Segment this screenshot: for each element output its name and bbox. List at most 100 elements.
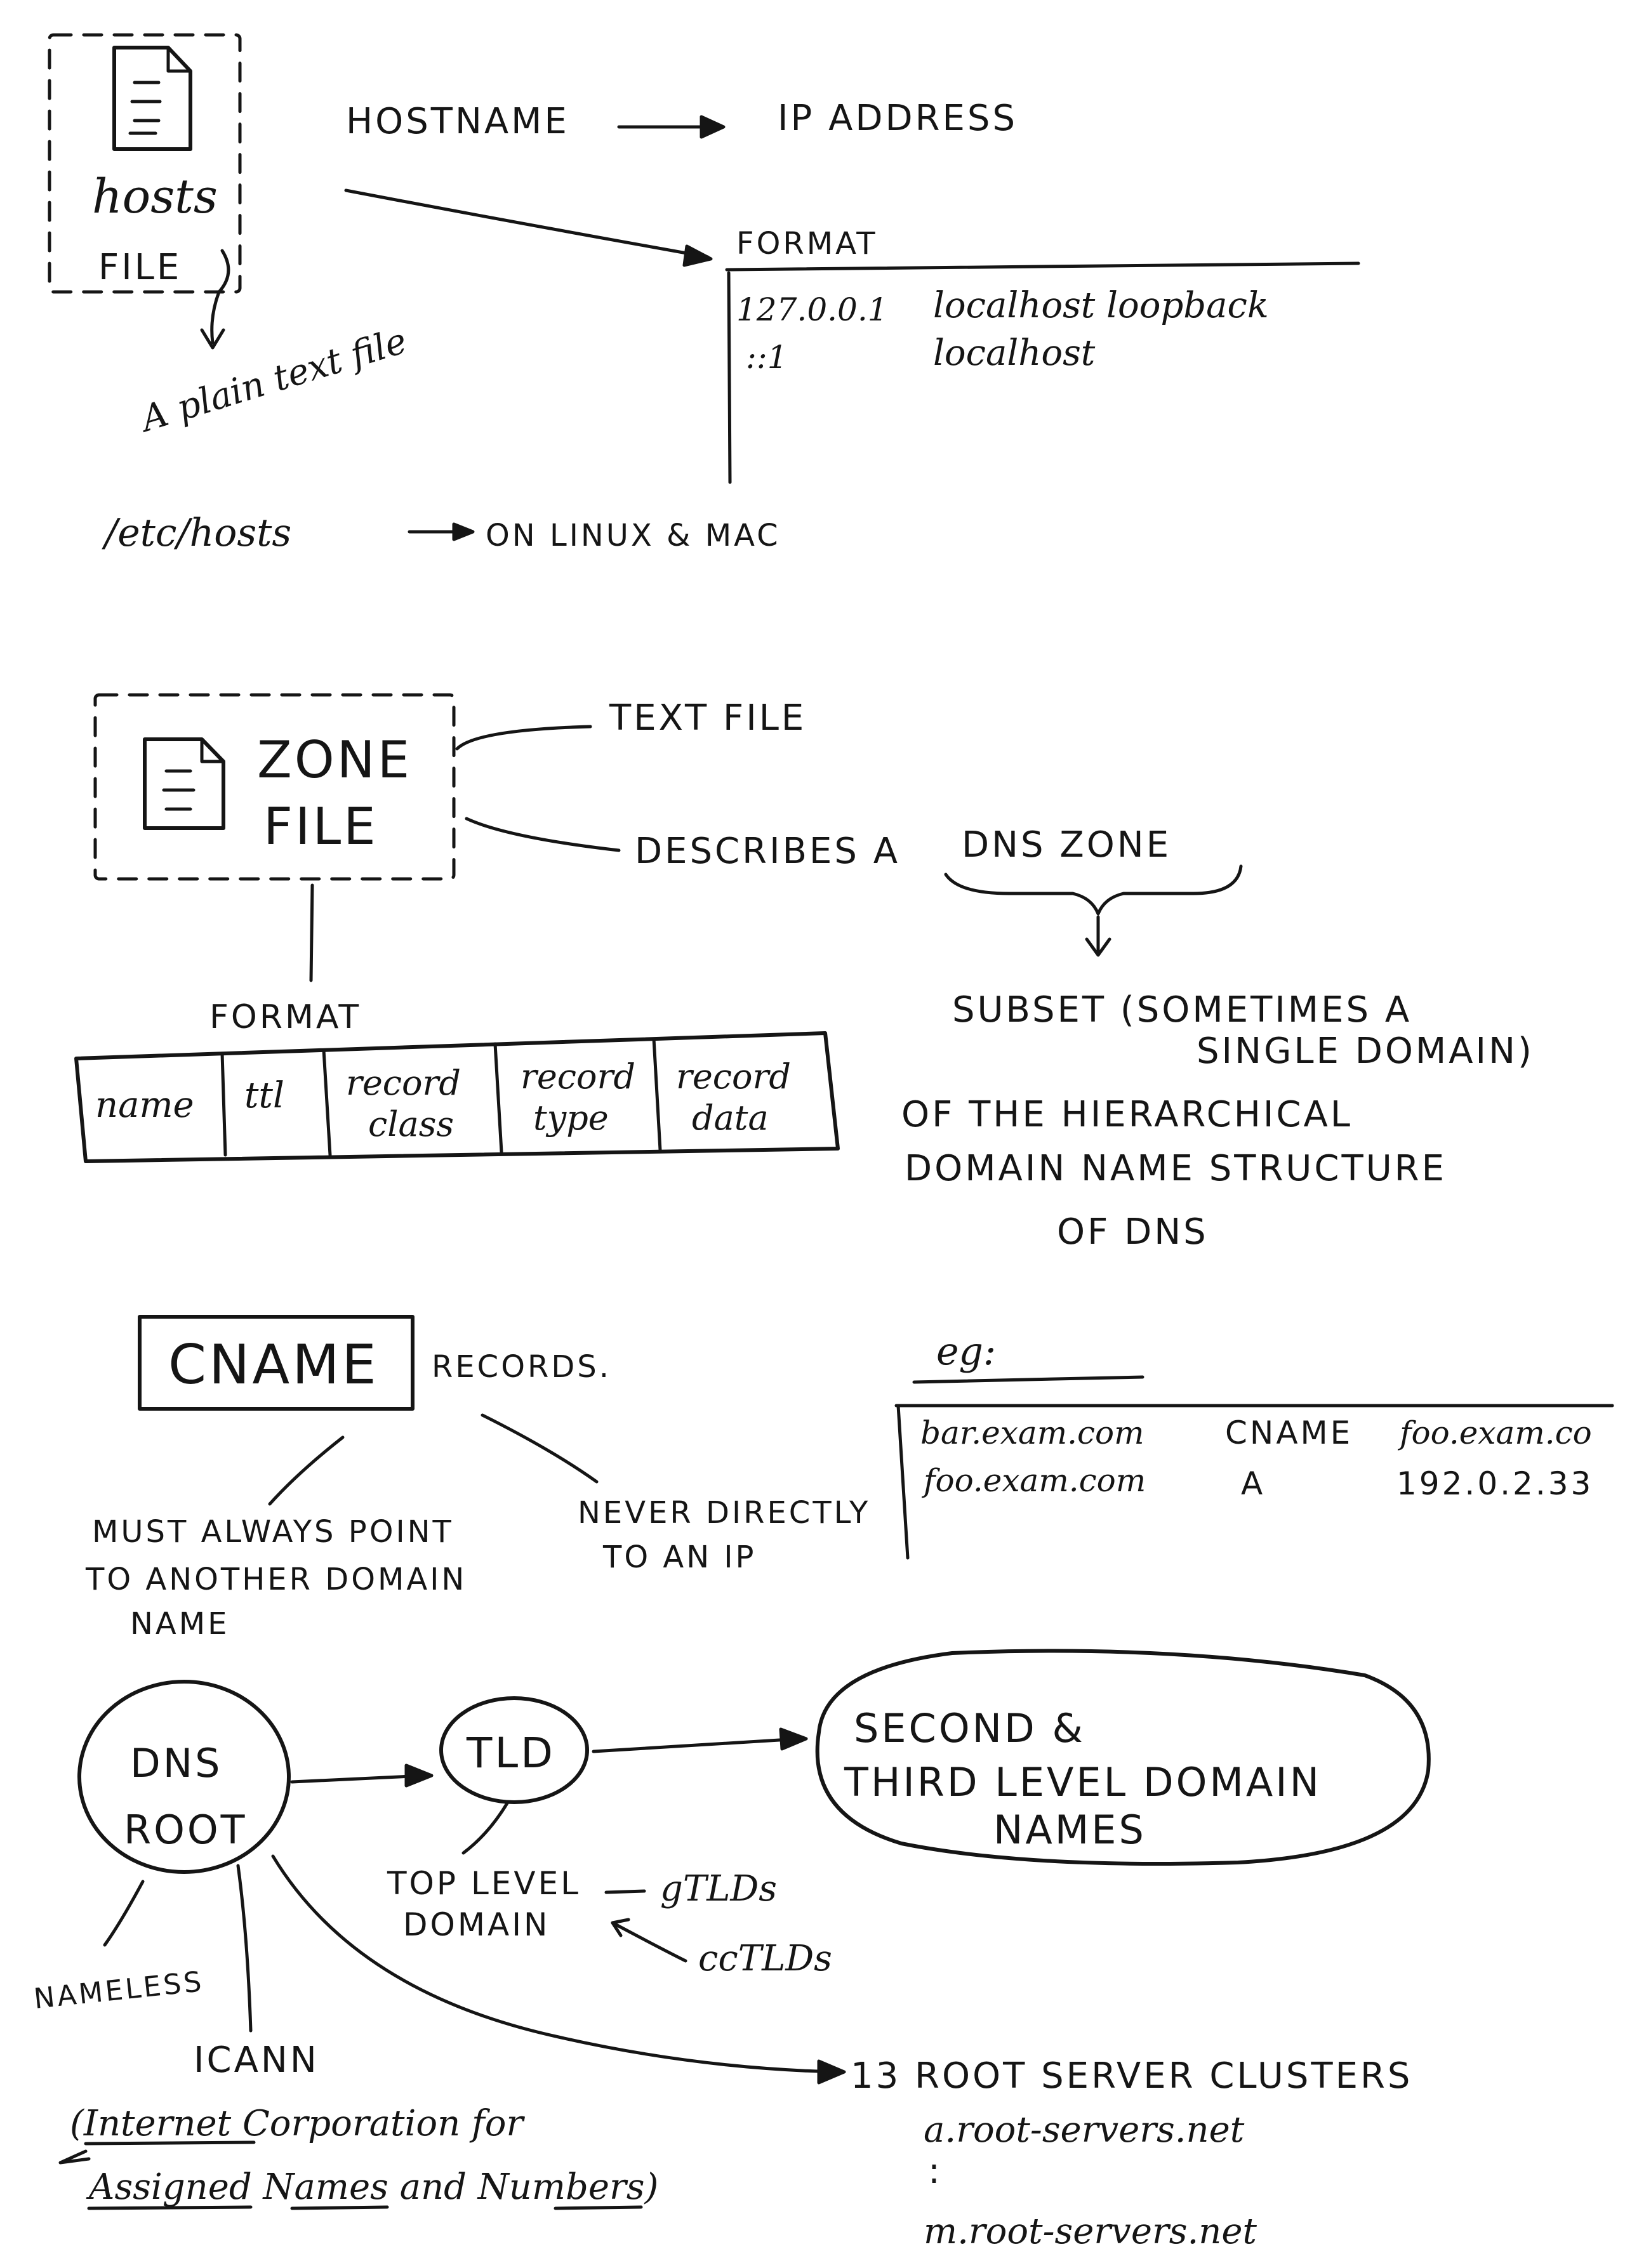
cname-example: eg: bar.exam.com CNAME foo.exam.co foo.e… [894,1329,1614,1560]
hosts-format-line2-address: ::1 [746,339,788,376]
zone-file-box: ZONE FILE [93,693,456,881]
file-icon [143,737,225,830]
cname-example-left-rule [896,1404,910,1560]
zone-format-table-border [74,1031,840,1163]
second-level-line2: THIRD LEVEL DOMAIN [844,1759,1322,1805]
cname-example-row1-name: bar.exam.com [920,1414,1144,1451]
hosts-file-box: hosts FILE [48,33,242,294]
tld-node [439,1696,589,1804]
icann-underline-internet [84,2140,256,2146]
cctld-connector [611,1921,687,1963]
icann-full-line1: (Internet Corporation for [70,2103,525,2144]
cname-records-label: RECORDS. [432,1349,611,1385]
cname-example-row2-value: 192.0.2.33 [1396,1465,1593,1502]
gtld-label: gTLDs [660,1868,777,1909]
zone-format-title: FORMAT [209,998,361,1036]
icann-underline-initials [87,2205,643,2210]
hosts-file-dashed-border [48,33,242,294]
cctld-arrowhead [611,1918,630,1937]
describes-connector [465,817,621,852]
zone-file-label: ZONE [257,730,412,789]
hierarchical-line2: DOMAIN NAME STRUCTURE [905,1148,1447,1189]
dns-zone-label: DNS ZONE [962,824,1171,866]
icann-label: ICANN [194,2040,319,2081]
cname-example-row1-type: CNAME [1225,1414,1353,1451]
gtld-connector [604,1889,646,1894]
hosts-format-line1-names: localhost loopback [933,285,1269,326]
icann-underline-hook [58,2149,91,2165]
cname-example-underline [912,1375,1144,1384]
subset-line2: SINGLE DOMAIN) [1197,1031,1534,1072]
cname-rule1-connector [268,1435,345,1506]
hierarchical-line1: OF THE HIERARCHICAL [901,1094,1353,1135]
ip-address-label: IP ADDRESS [778,98,1018,139]
root-server-ellipsis: : [928,2151,943,2192]
icann-connector [236,1864,253,2033]
cname-rule1-line1: MUST ALWAYS POINT [92,1514,454,1550]
root-server-last: m.root-servers.net [924,2211,1257,2252]
root-servers-connector [271,1854,840,2074]
hostname-to-ip-arrowhead [700,115,726,139]
hosts-file-sub-label: FILE [98,247,182,288]
root-to-tld-arrow [290,1774,427,1784]
hierarchical-line3: OF DNS [1057,1211,1209,1253]
zone-format-table: name ttl record class record type record… [74,1031,840,1163]
root-servers-arrowhead [817,2059,846,2085]
describes-label: DESCRIBES A [635,831,900,872]
cname-example-row1-value: foo.exam.co [1397,1414,1592,1451]
cname-example-title: eg: [936,1329,996,1374]
text-file-note: TEXT FILE [609,697,806,739]
hosts-path-arrowhead [452,522,475,541]
zone-col-record-data-line2: data [692,1098,769,1138]
zone-file-sub-label: FILE [263,797,378,856]
file-icon [112,46,192,151]
cctld-label: ccTLDs [698,1938,832,1979]
nameless-label: NAMELESS [32,1965,206,2015]
hosts-format-block: FORMAT 127.0.0.1 localhost loopback ::1 … [725,226,1360,484]
dns-root-line2: ROOT [124,1807,248,1853]
zone-col-record-class-line1: record [346,1063,461,1103]
subset-line1: SUBSET (SOMETIMES A [952,989,1412,1031]
zone-col-record-class-line2: class [368,1104,454,1144]
tld-full-line2: DOMAIN [403,1906,550,1943]
cname-rule2-line1: NEVER DIRECTLY [578,1495,870,1531]
zone-file-dashed-border [93,693,456,881]
cname-rule1-line3: NAME [130,1606,229,1642]
hostname-label: HOSTNAME [346,101,569,142]
text-file-connector [455,725,592,751]
zone-col-record-type-line1: record [521,1057,635,1097]
root-to-tld-arrowhead [404,1764,434,1788]
dns-root-line1: DNS [130,1740,222,1786]
tld-full-line1: TOP LEVEL [387,1865,581,1902]
zone-col-record-data-line1: record [676,1057,791,1097]
zone-format-connector [309,883,314,982]
dns-root-node [77,1680,291,1874]
tld-expansion-connector [461,1800,510,1855]
zone-col-ttl: ttl [244,1075,284,1116]
cname-label: CNAME [168,1333,379,1397]
hosts-format-line1-address: 127.0.0.1 [736,291,888,328]
tld-to-second-arrowhead [779,1727,808,1751]
plain-text-note: A plain text file [133,320,411,441]
plain-text-arrowhead [200,328,225,350]
cname-rule1-line2: TO ANOTHER DOMAIN [85,1562,467,1597]
plain-text-connector [210,249,230,345]
cname-rule2-connector [481,1413,599,1484]
cname-example-row2-name: foo.exam.com [921,1462,1146,1499]
second-level-node [815,1649,1431,1866]
tld-label: TLD [466,1729,555,1777]
format-pointer-arrow [344,188,710,259]
hosts-path-note: ON LINUX & MAC [486,518,781,553]
zone-format-table-dividers [220,1037,662,1157]
format-pointer-arrowhead [682,244,713,267]
hosts-format-top-rule [725,261,1360,272]
hosts-format-line2-names: localhost [933,333,1096,374]
root-server-first: a.root-servers.net [924,2109,1245,2151]
second-level-line1: SECOND & [854,1705,1085,1751]
icann-full-line2: Assigned Names and Numbers) [86,2166,658,2208]
cname-rule2-line2: TO AN IP [602,1539,756,1575]
nameless-connector [103,1880,145,1947]
cname-example-row2-type: A [1241,1465,1265,1502]
dns-zone-down-arrowhead [1085,937,1111,957]
